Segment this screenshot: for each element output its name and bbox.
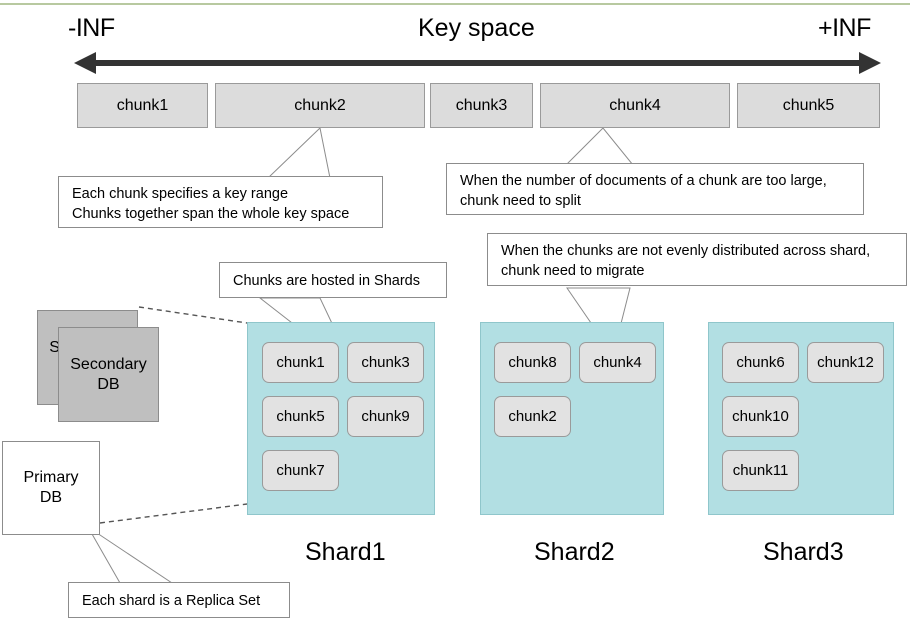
replica-set-callout-line-1: Each shard is a Replica Set <box>82 593 261 609</box>
chunk-migrate-callout-line-2: chunk need to migrate <box>501 263 645 279</box>
chunk-range-callout-line-2: Chunks together span the whole key space <box>72 206 350 222</box>
chunk-split-callout-line-1: When the number of documents of a chunk … <box>460 173 827 189</box>
chunk-split-callout: When the number of documents of a chunk … <box>446 163 864 215</box>
replica-set-callout: Each shard is a Replica Set <box>68 582 290 618</box>
chunk-migrate-callout: When the chunks are not evenly distribut… <box>487 233 907 286</box>
keyspace-chunk-2[interactable]: chunk2 <box>215 83 425 128</box>
chunk-range-callout-line-1: Each chunk specifies a key range <box>72 186 289 202</box>
chunk-migrate-callout-line-1: When the chunks are not evenly distribut… <box>501 243 871 259</box>
keyspace-title: Key space <box>418 14 535 42</box>
double-headed-arrow-icon <box>74 52 881 74</box>
keyspace-chunk-1[interactable]: chunk1 <box>77 83 208 128</box>
shard-2-chunk-1[interactable]: chunk8 <box>494 342 571 383</box>
keyspace-chunk-3[interactable]: chunk3 <box>430 83 533 128</box>
shard-1-chunk-2[interactable]: chunk3 <box>347 342 424 383</box>
shard-2-label: Shard2 <box>534 538 615 566</box>
chunks-hosted-callout-line-1: Chunks are hosted in Shards <box>233 273 420 289</box>
top-divider-rule <box>0 3 910 5</box>
shard-1-chunk-3[interactable]: chunk5 <box>262 396 339 437</box>
secondary-db-front[interactable]: Secondary DB <box>58 327 159 422</box>
shard-3-chunk-1[interactable]: chunk6 <box>722 342 799 383</box>
shard-1-chunk-1[interactable]: chunk1 <box>262 342 339 383</box>
chunks-hosted-callout: Chunks are hosted in Shards <box>219 262 447 298</box>
shard-2-container[interactable]: chunk8 chunk4 chunk2 <box>480 322 664 515</box>
primary-db[interactable]: Primary DB <box>2 441 100 535</box>
secondary-db-front-line-1: Secondary <box>70 355 147 373</box>
shard-1-container[interactable]: chunk1 chunk3 chunk5 chunk9 chunk7 <box>247 322 435 515</box>
chunk-range-callout: Each chunk specifies a key range Chunks … <box>58 176 383 228</box>
chunk-split-callout-tail <box>564 127 635 166</box>
shard-1-label: Shard1 <box>305 538 386 566</box>
shard-3-chunk-4[interactable]: chunk11 <box>722 450 799 491</box>
keyspace-chunk-4[interactable]: chunk4 <box>540 83 730 128</box>
shard-3-container[interactable]: chunk6 chunk12 chunk10 chunk11 <box>708 322 894 515</box>
shard-3-chunk-3[interactable]: chunk10 <box>722 396 799 437</box>
shard-3-label: Shard3 <box>763 538 844 566</box>
keyspace-max-label: +INF <box>818 14 871 42</box>
chunk-split-callout-line-2: chunk need to split <box>460 193 581 209</box>
secondary-db-connector <box>138 306 248 324</box>
shard-1-chunk-5[interactable]: chunk7 <box>262 450 339 491</box>
primary-db-connector <box>99 503 248 524</box>
shard-2-chunk-2[interactable]: chunk4 <box>579 342 656 383</box>
keyspace-chunk-5[interactable]: chunk5 <box>737 83 880 128</box>
shard-1-chunk-4[interactable]: chunk9 <box>347 396 424 437</box>
keyspace-min-label: -INF <box>68 14 115 42</box>
shard-3-chunk-2[interactable]: chunk12 <box>807 342 884 383</box>
chunk-range-callout-tail <box>266 127 331 179</box>
primary-db-line-2: DB <box>39 489 63 506</box>
secondary-db-front-line-2: DB <box>97 375 120 393</box>
primary-db-line-1: Primary <box>23 469 79 486</box>
shard-2-chunk-3[interactable]: chunk2 <box>494 396 571 437</box>
replica-set-callout-tail <box>87 526 174 584</box>
